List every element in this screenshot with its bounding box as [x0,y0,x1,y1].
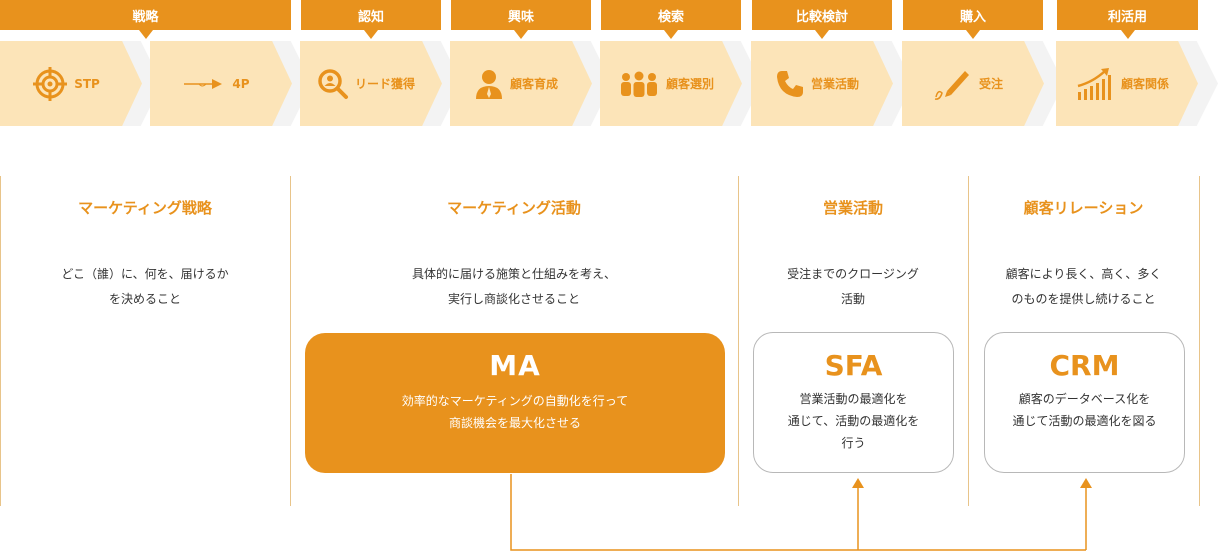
desc-line: 行う [841,436,866,450]
divider [0,176,1,506]
step-sales: 営業活動 [751,41,893,126]
stage-tab-interest: 興味 [451,0,591,39]
sfa-box: SFA 営業活動の最適化を 通じて、活動の最適化を 行う [753,332,954,473]
stage-tab-search: 検索 [601,0,741,39]
arrow-right-icon [182,74,226,94]
ma-title: MA [489,349,541,382]
divider [738,176,739,506]
stage-tab-compare: 比較検討 [752,0,892,39]
desc-line: 効率的なマーケティングの自動化を行って [401,394,629,408]
growth-chart-icon [1075,66,1115,102]
phone-icon [775,69,805,99]
step-label-select: 顧客選別 [665,77,714,91]
desc-line: 実行し商談化させること [447,292,580,306]
step-label-order: 受注 [978,77,1003,91]
desc-line: 顧客のデータベース化を [1018,392,1151,406]
step-label-lead: リード獲得 [354,77,415,91]
desc-line: 通じて活動の最適化を図る [1012,414,1157,428]
column-title-marketing: マーケティング活動 [447,199,581,217]
step-relation: 顧客関係 [1056,41,1198,126]
step-4p: 4P [150,41,292,126]
step-nurture: 顧客育成 [450,41,592,126]
stage-tab-awareness: 認知 [301,0,441,39]
step-select: 顧客選別 [600,41,742,126]
desc-line: どこ（誰）に、何を、届けるか [61,267,229,281]
column-title-strategy: マーケティング戦略 [78,199,212,217]
step-order: 受注 [902,41,1044,126]
column-desc-strategy: どこ（誰）に、何を、届けるか を決めること [0,262,290,312]
search-user-icon [317,68,349,100]
column-desc-marketing: 具体的に届ける施策と仕組みを考え、 実行し商談化させること [290,262,738,312]
desc-line: 営業活動の最適化を [799,392,908,406]
desc-line: 活動 [840,292,865,306]
desc-line: を決めること [108,292,181,306]
desc-line: 受注までのクロージング [787,267,919,281]
step-lead: リード獲得 [300,41,442,126]
stage-tab-utilization: 利活用 [1057,0,1198,39]
stage-tab-purchase: 購入 [903,0,1043,39]
column-title-relation: 顧客リレーション [1023,199,1144,217]
sfa-desc: 営業活動の最適化を 通じて、活動の最適化を 行う [754,388,953,454]
crm-box: CRM 顧客のデータベース化を 通じて活動の最適化を図る [984,332,1185,473]
crm-desc: 顧客のデータベース化を 通じて活動の最適化を図る [985,388,1184,432]
desc-line: のものを提供し続けること [1011,292,1156,306]
crm-title: CRM [1049,349,1120,382]
person-icon [474,68,504,100]
desc-line: 商談機会を最大化させる [448,416,581,430]
sfa-title: SFA [824,349,883,382]
step-label-4p: 4P [232,76,250,91]
column-title-sales: 営業活動 [822,199,883,217]
ma-desc: 効率的なマーケティングの自動化を行って 商談機会を最大化させる [305,390,725,434]
desc-line: 通じて、活動の最適化を [787,414,920,428]
ma-box: MA 効率的なマーケティングの自動化を行って 商談機会を最大化させる [305,333,725,473]
target-icon [32,66,68,102]
step-label-sales: 営業活動 [810,77,859,91]
step-label-stp: STP [74,76,100,91]
people-group-icon [618,70,660,98]
pen-signature-icon [933,67,973,101]
stage-tab-strategy: 戦略 [0,0,291,39]
column-desc-sales: 受注までのクロージング 活動 [738,262,968,312]
step-label-nurture: 顧客育成 [509,77,558,91]
step-stp: STP [0,41,142,126]
divider [290,176,291,506]
column-desc-relation: 顧客により長く、高く、多く のものを提供し続けること [968,262,1199,312]
step-label-relation: 顧客関係 [1120,77,1169,91]
desc-line: 具体的に届ける施策と仕組みを考え、 [411,267,616,281]
desc-line: 顧客により長く、高く、多く [1005,267,1162,281]
divider [968,176,969,506]
divider [1199,176,1200,506]
